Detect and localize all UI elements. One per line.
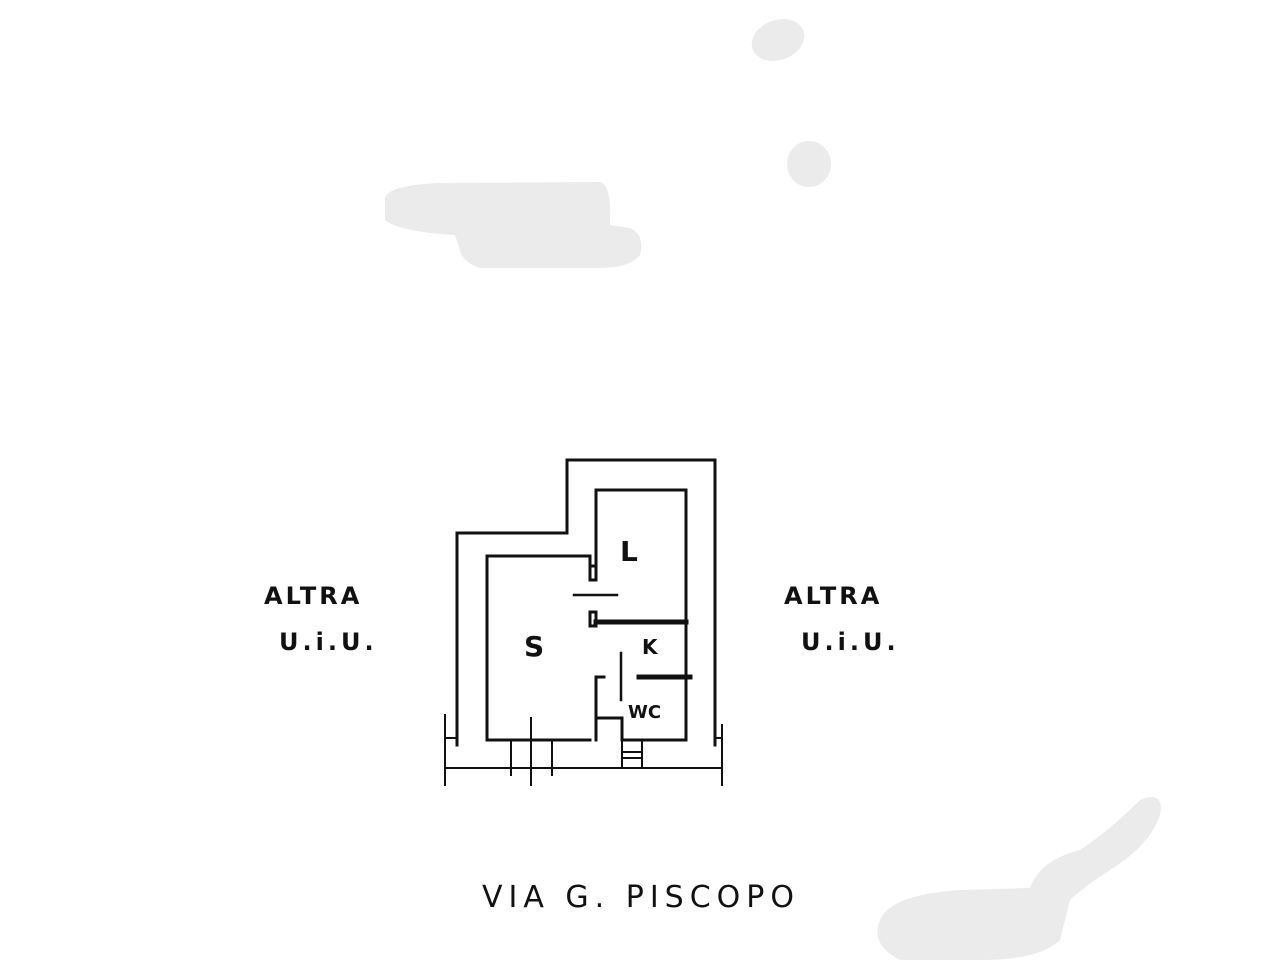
walls (444, 458, 723, 786)
room-label-kitchen: K (642, 635, 658, 659)
street-name: VIA G. PISCOPO (482, 880, 800, 915)
redaction-marks (385, 19, 1161, 960)
room-label-wc: WC (628, 702, 662, 723)
right-neighbor-label: ALTRA (784, 582, 883, 610)
left-neighbor-label: ALTRA (264, 582, 363, 610)
room-label-laundry: L (620, 535, 638, 568)
left-neighbor-sublabel: U.i.U. (279, 628, 378, 656)
room-label-living: S (524, 630, 545, 663)
right-neighbor-sublabel: U.i.U. (801, 628, 900, 656)
